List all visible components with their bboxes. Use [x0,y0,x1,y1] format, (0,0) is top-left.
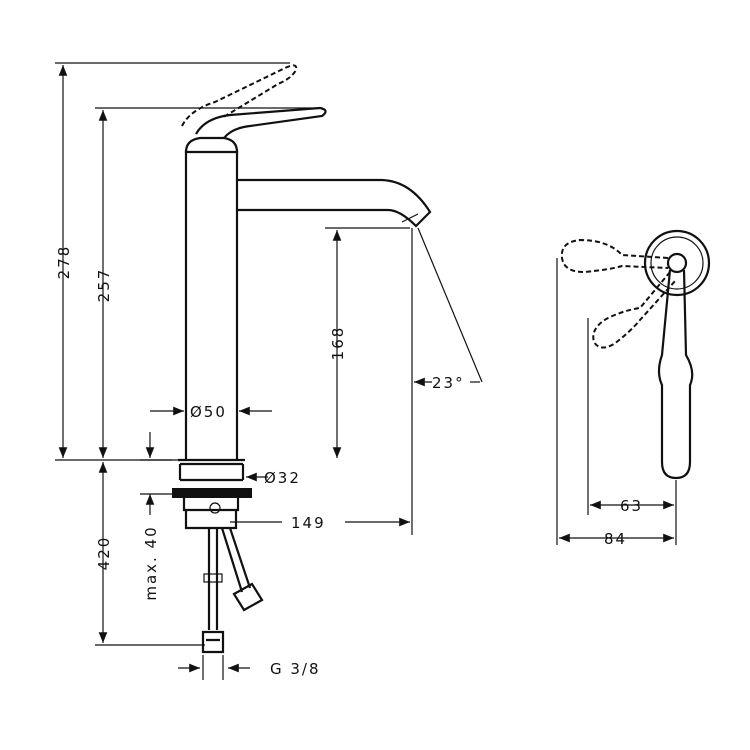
dim-257-label: 257 [95,268,113,303]
dim-168-label: 168 [329,326,347,361]
faucet-side-view [172,64,432,654]
deck-plate [172,488,252,498]
dim-diameter-32-label: Ø32 [264,469,301,487]
hose-connector-2 [232,582,264,612]
dim-149-label: 149 [291,514,326,532]
dim-84-label: 84 [604,530,627,548]
mounting-nut [182,498,240,530]
faucet-cap [184,136,239,154]
handle-top-view [556,229,711,545]
supply-hose-2 [220,527,252,593]
supply-hose-1 [207,528,219,630]
dim-diameter-50-label: Ø50 [190,403,227,421]
dimension-lines [55,62,483,680]
handle-alt-position-1 [560,238,669,274]
dim-g38-label: G 3/8 [270,660,321,678]
dim-63-label: 63 [620,497,643,515]
handle-lever [657,269,694,480]
hose-clip [203,573,223,583]
hose-connector-1 [201,630,225,654]
dim-max40-label: max. 40 [142,525,160,600]
lever-alt-position [181,64,298,127]
dim-278-label: 278 [55,245,73,280]
lever-handle [195,106,327,139]
dim-420-label: 420 [95,536,113,571]
handle-rosette [643,229,711,297]
faucet-spout [237,178,432,228]
handle-pivot [666,252,688,274]
handle-alt-position-2 [592,271,677,349]
dim-angle-label: 23° [432,374,465,392]
faucet-base [178,458,245,482]
